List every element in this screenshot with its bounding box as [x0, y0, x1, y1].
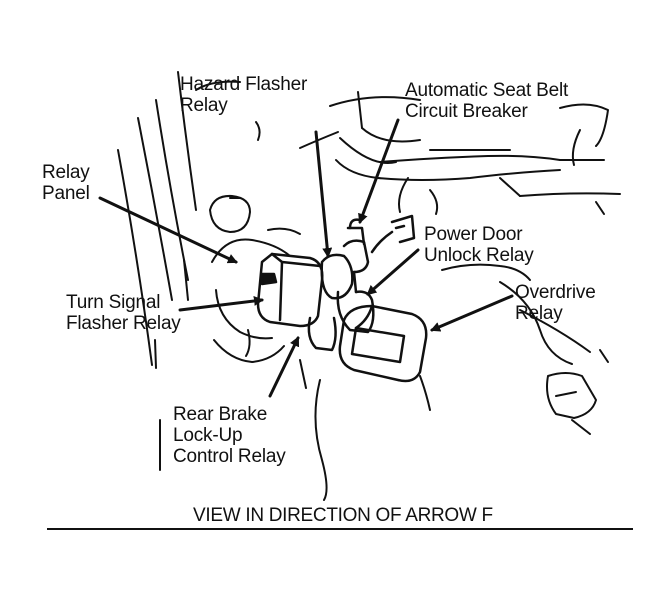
turn-signal-relay-body — [256, 252, 324, 328]
leader-arrows — [98, 118, 514, 398]
label-overdrive-relay: Overdrive Relay — [515, 282, 596, 324]
view-caption: VIEW IN DIRECTION OF ARROW F — [193, 505, 493, 526]
dash-structure — [195, 80, 621, 215]
mounting-bracket — [209, 194, 301, 363]
caption-rule — [47, 528, 633, 530]
arrow-relay-panel — [98, 196, 238, 264]
wiring-harness — [299, 263, 609, 501]
arrow-hazard — [314, 130, 333, 258]
label-relay-panel: Relay Panel — [42, 162, 90, 204]
arrow-turn-signal — [178, 296, 264, 312]
center-relay-cluster — [307, 214, 416, 352]
arrow-overdrive — [430, 294, 514, 332]
label-rear-brake-lockup-control-relay: Rear Brake Lock-Up Control Relay — [173, 404, 286, 467]
label-seat-belt-circuit-breaker: Automatic Seat Belt Circuit Breaker — [405, 80, 569, 122]
label-power-door-unlock-relay: Power Door Unlock Relay — [424, 224, 534, 266]
overdrive-relay-body — [338, 304, 428, 383]
left-pillar-lines — [117, 71, 197, 471]
arrow-power-door — [366, 248, 420, 296]
arrow-rear-brake — [268, 336, 300, 398]
label-turn-signal-flasher-relay: Turn Signal Flasher Relay — [66, 292, 181, 334]
label-hazard-flasher-relay: Hazard Flasher Relay — [180, 74, 308, 116]
arrow-seat-belt — [358, 118, 400, 224]
